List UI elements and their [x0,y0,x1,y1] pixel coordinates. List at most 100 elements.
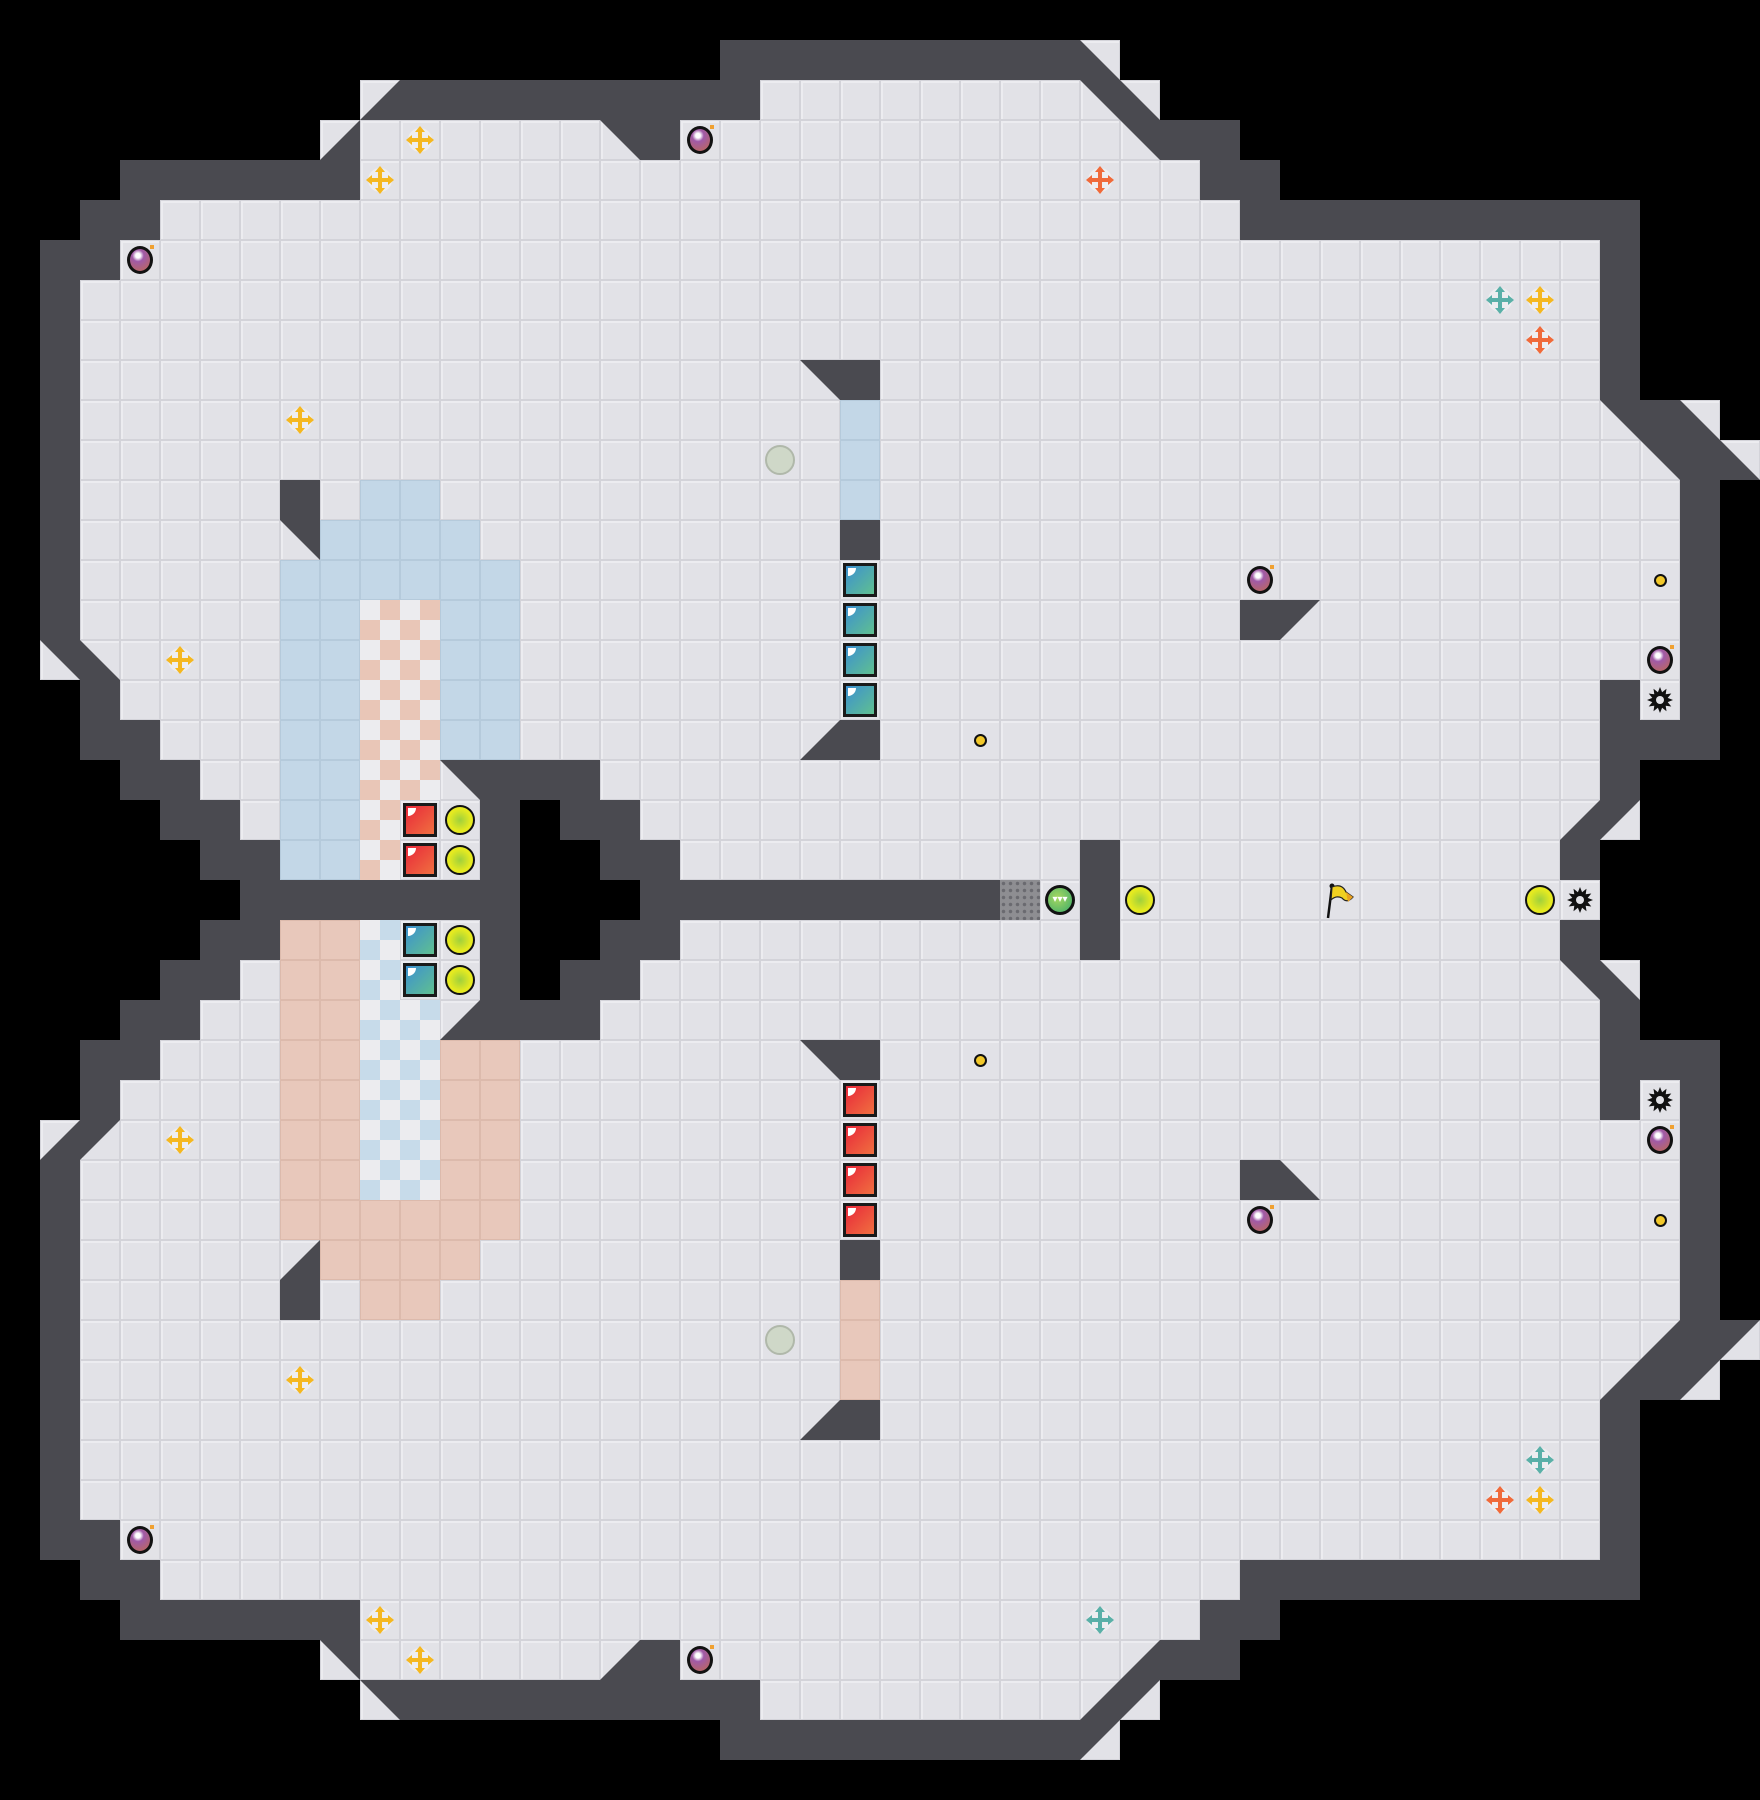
floor-tile [1120,1000,1160,1040]
blue-team-tile [280,840,320,880]
red-team-tile [320,960,360,1000]
floor-tile [1480,1240,1520,1280]
floor-tile [1400,280,1440,320]
floor-tile [440,1400,480,1440]
red-team-tile [320,1040,360,1080]
floor-tile [440,1600,480,1640]
floor-tile [1480,720,1520,760]
floor-tile [1000,1120,1040,1160]
floor-tile [920,320,960,360]
floor-tile [1520,1320,1560,1360]
floor-tile [1320,720,1360,760]
floor-tile [280,1440,320,1480]
floor-tile [1080,1200,1120,1240]
blue-team-tile [400,480,440,520]
wall-tile [1680,1200,1720,1240]
floor-tile [1280,720,1320,760]
floor-tile [1200,680,1240,720]
wall-tile [1360,200,1400,240]
wall-tile [80,680,120,720]
floor-tile [1080,400,1120,440]
yellow-boost-icon [400,1640,440,1680]
red-team-tile [280,920,320,960]
floor-tile [280,360,320,400]
bomb-icon [680,1640,720,1680]
floor-tile [520,600,560,640]
floor-tile [920,160,960,200]
floor-tile [1440,1480,1480,1520]
floor-tile [1280,1200,1320,1240]
floor-tile [1000,560,1040,600]
floor-tile [1360,640,1400,680]
floor-tile [960,1600,1000,1640]
floor-tile [1600,1240,1640,1280]
bomb-icon-shape [127,1525,154,1554]
floor-tile [800,1240,840,1280]
wall-tile [1160,120,1200,160]
wall-half [1560,960,1600,1000]
wall-tile [120,720,160,760]
floor-tile [560,1320,600,1360]
floor-tile [480,520,520,560]
floor-tile [960,1520,1000,1560]
floor-tile [320,200,360,240]
floor-tile [1440,1080,1480,1120]
blue-team-tile [280,640,320,680]
floor-tile [1160,920,1200,960]
floor-tile [840,1520,880,1560]
floor-tile [1080,800,1120,840]
floor-tile [600,1560,640,1600]
floor-tile [200,760,240,800]
floor-tile [1240,360,1280,400]
floor-tile [360,1400,400,1440]
wall-tile [1080,840,1120,880]
wall-tile [600,800,640,840]
floor-tile [1480,1400,1520,1440]
floor-tile [840,1000,880,1040]
wall-tile [40,1520,80,1560]
floor-tile [360,120,400,160]
floor-tile [120,520,160,560]
floor-tile [1200,320,1240,360]
floor-tile [800,120,840,160]
floor-tile [280,320,320,360]
floor-tile [880,560,920,600]
floor-tile [1320,1400,1360,1440]
diagonal-wall-tile [800,1400,840,1440]
floor-tile [240,600,280,640]
floor-tile [560,480,600,520]
floor-tile [960,1560,1000,1600]
floor-tile [760,1640,800,1680]
floor-tile [1280,1080,1320,1120]
floor-tile [920,1040,960,1080]
floor-tile [160,720,200,760]
floor-tile [120,1160,160,1200]
wall-tile [760,40,800,80]
floor-tile [120,680,160,720]
floor-tile [840,160,880,200]
floor-tile [1080,1560,1120,1600]
red-team-tile [480,1200,520,1240]
floor-tile [1160,1000,1200,1040]
floor-tile [1120,920,1160,960]
floor-tile [560,1640,600,1680]
wall-half [1640,1320,1680,1360]
blue-team-tile [320,520,360,560]
floor-tile [1160,1080,1200,1120]
floor-tile [1360,1160,1400,1200]
floor-tile [1200,1120,1240,1160]
wall-tile [520,1000,560,1040]
floor-tile [1000,1320,1040,1360]
wall-tile [1600,760,1640,800]
red-gate-block [840,1080,880,1120]
diagonal-wall-tile [1680,400,1720,440]
red-endzone-tile [360,720,400,760]
floor-tile [840,80,880,120]
gate-icon-shape [1000,880,1040,920]
wall-tile [1200,120,1240,160]
floor-tile [440,1480,480,1520]
red-team-tile [320,1080,360,1120]
floor-tile [120,1240,160,1280]
diagonal-wall-tile [1560,960,1600,1000]
yellow-boost-icon [360,1600,400,1640]
